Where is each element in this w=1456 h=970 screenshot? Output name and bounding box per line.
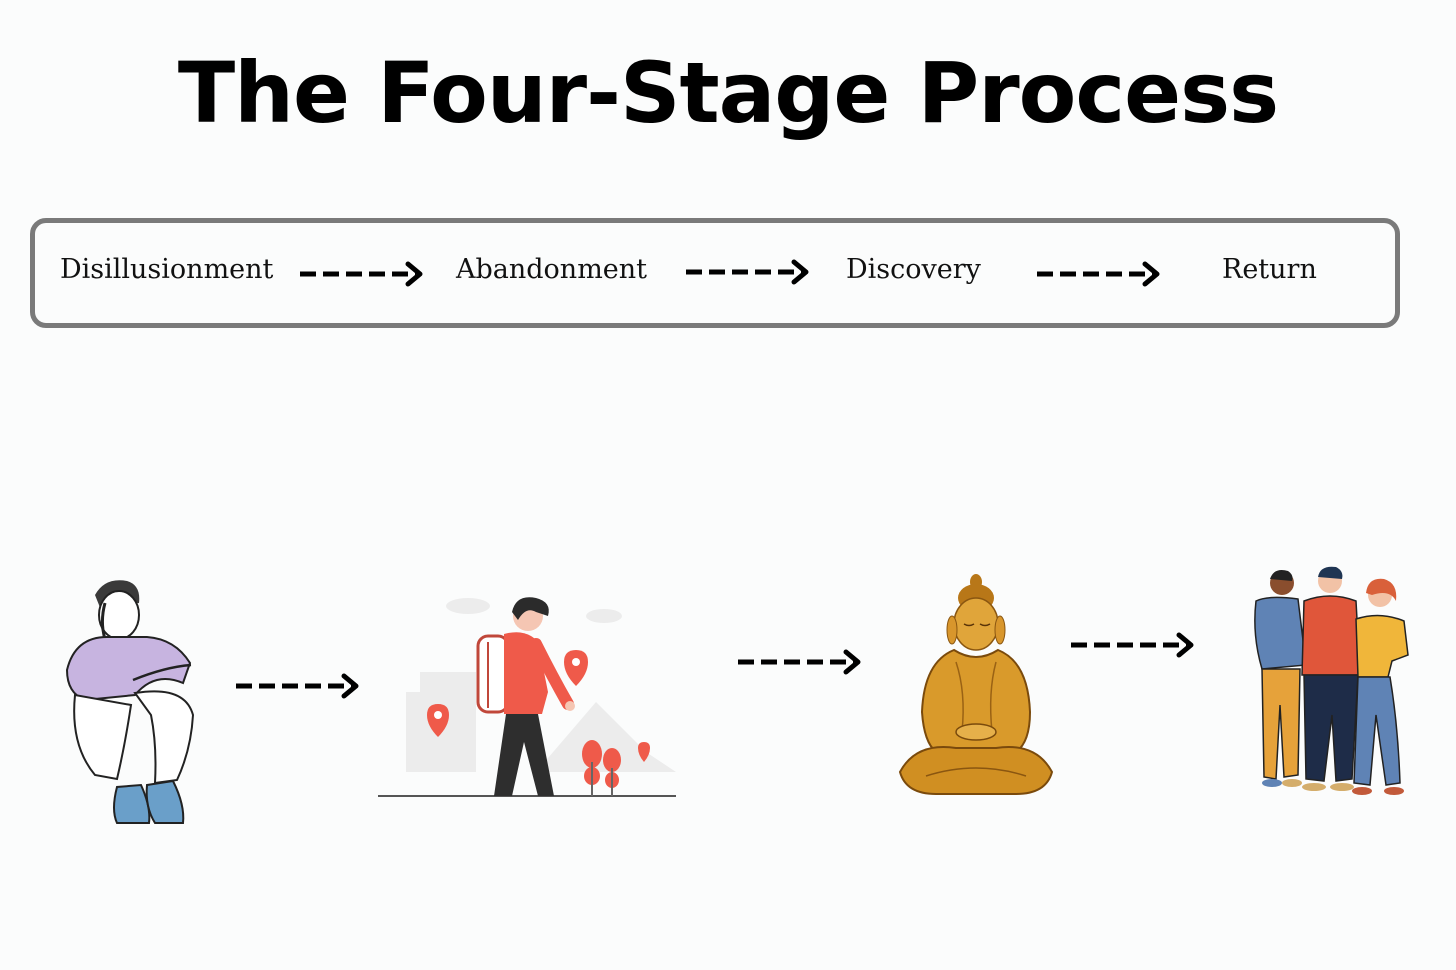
dashed-arrow-icon [1071, 632, 1194, 658]
traveler-backpack-icon [378, 597, 676, 797]
diagram-title: The Four-Stage Process [177, 44, 1279, 142]
stage-label-disillusionment: Disillusionment [60, 254, 274, 285]
stage-label-discovery: Discovery [846, 254, 981, 285]
stage-sequence-box [30, 218, 1400, 328]
dashed-arrow-icon [236, 673, 359, 699]
meditating-buddha-icon [898, 574, 1054, 795]
dashed-arrow-icon [686, 259, 809, 285]
group-of-friends-icon [1254, 566, 1409, 795]
dashed-arrow-icon [300, 261, 423, 287]
distressed-person-icon [65, 580, 195, 824]
stage-label-abandonment: Abandonment [456, 254, 648, 285]
dashed-arrow-icon [738, 649, 861, 675]
dashed-arrow-icon [1037, 261, 1160, 287]
stage-label-return: Return [1222, 254, 1317, 285]
